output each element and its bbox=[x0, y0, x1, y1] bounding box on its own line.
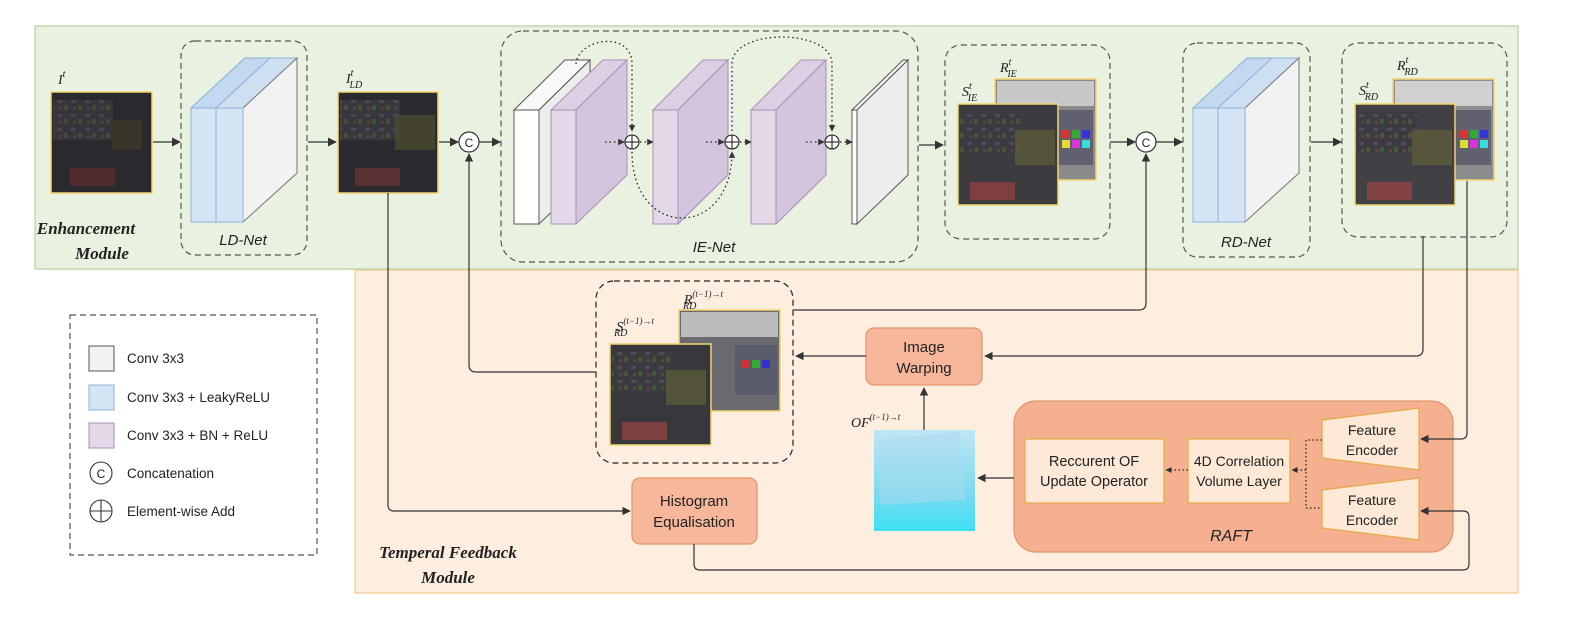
rd-output-frame bbox=[1341, 42, 1508, 238]
recurrent-update-operator-box: Reccurent OF Update Operator bbox=[1024, 438, 1165, 504]
rd-net-label: RD-Net bbox=[1221, 234, 1272, 251]
svg-text:Warping: Warping bbox=[896, 360, 951, 377]
histogram-equalisation-box: Histogram Equalisation bbox=[631, 477, 758, 545]
image-warping-box: Image Warping bbox=[865, 327, 983, 386]
ie-net-label: IE-Net bbox=[693, 239, 736, 256]
raft-label: RAFT bbox=[1210, 528, 1253, 545]
legend-swatch-bn bbox=[88, 422, 115, 449]
ie-output-frame bbox=[944, 44, 1111, 240]
svg-text:Feature: Feature bbox=[1348, 422, 1396, 438]
svg-text:Encoder: Encoder bbox=[1346, 512, 1398, 528]
concat-node-2-symbol: C bbox=[1142, 136, 1151, 150]
rd-shading-image bbox=[1354, 103, 1456, 206]
svg-text:C: C bbox=[97, 467, 106, 481]
svg-text:Encoder: Encoder bbox=[1346, 442, 1398, 458]
element-wise-add-node bbox=[624, 134, 840, 150]
optical-flow-shade bbox=[878, 432, 965, 505]
input-image-label: It bbox=[57, 69, 66, 88]
ld-net-blocks bbox=[189, 56, 299, 224]
feature-encoder-top: Feature Encoder bbox=[1321, 407, 1420, 471]
svg-text:4D Correlation: 4D Correlation bbox=[1194, 453, 1284, 469]
ie-net-blocks bbox=[512, 58, 910, 226]
svg-text:Histogram: Histogram bbox=[660, 493, 728, 510]
legend-swatch-leaky bbox=[88, 384, 115, 411]
svg-text:Feature: Feature bbox=[1348, 492, 1396, 508]
legend-label-leaky: Conv 3x3 + LeakyReLU bbox=[127, 390, 270, 405]
svg-text:Equalisation: Equalisation bbox=[653, 514, 735, 531]
correlation-volume-box: 4D Correlation Volume Layer bbox=[1187, 438, 1291, 504]
legend-label-add: Element-wise Add bbox=[127, 504, 235, 519]
svg-text:Image: Image bbox=[903, 339, 945, 356]
ie-net-skip-connections bbox=[575, 36, 853, 219]
enhancement-module-label: Enhancement bbox=[36, 219, 137, 238]
legend-label-concat: Concatenation bbox=[127, 466, 214, 481]
svg-text:Reccurent OF: Reccurent OF bbox=[1049, 454, 1139, 470]
ld-net-frame bbox=[180, 40, 308, 256]
legend-label-bn: Conv 3x3 + BN + ReLU bbox=[127, 428, 268, 443]
rd-net-blocks bbox=[1191, 56, 1301, 224]
plus-circle-icon bbox=[89, 499, 113, 523]
legend-label-conv: Conv 3x3 bbox=[127, 351, 184, 366]
ie-net-frame bbox=[500, 30, 919, 263]
of-label: OF(t−1)→t bbox=[851, 412, 901, 431]
feature-encoder-bottom: Feature Encoder bbox=[1321, 477, 1420, 541]
enhancement-module-label-2: Module bbox=[74, 244, 129, 263]
enhancement-flow-arrows bbox=[153, 137, 1342, 150]
svg-text:Update Operator: Update Operator bbox=[1040, 474, 1148, 490]
raft-internal-connections bbox=[1165, 439, 1322, 509]
concat-node-1-symbol: C bbox=[465, 136, 474, 150]
legend-concat-icon bbox=[89, 461, 113, 485]
prev-shading-image bbox=[609, 343, 712, 446]
rd-net-frame bbox=[1182, 42, 1311, 258]
ld-net-label: LD-Net bbox=[219, 232, 267, 249]
input-image bbox=[50, 91, 153, 194]
feedback-flow-arrows bbox=[387, 153, 1470, 571]
ld-output-image bbox=[337, 91, 439, 194]
feedback-module-label-2: Module bbox=[420, 568, 475, 587]
legend-swatch-conv bbox=[88, 345, 115, 372]
feedback-module-label: Temperal Feedback bbox=[379, 543, 517, 562]
ie-shading-image bbox=[957, 103, 1059, 206]
svg-text:Volume Layer: Volume Layer bbox=[1196, 473, 1282, 489]
